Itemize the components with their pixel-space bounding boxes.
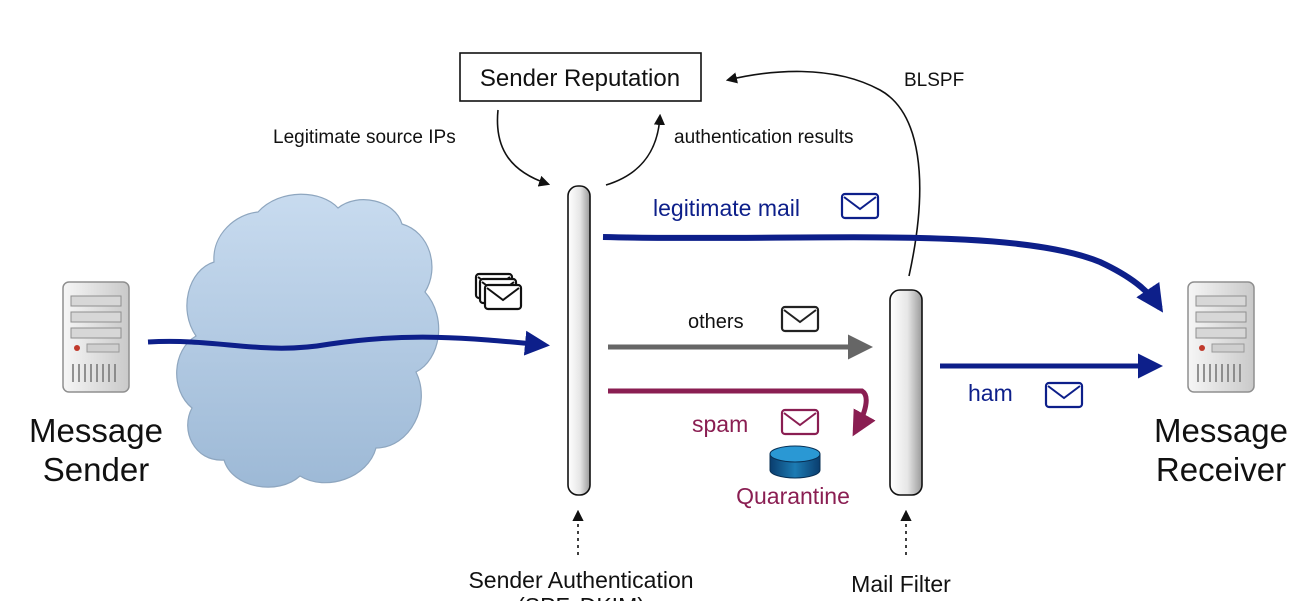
database-icon — [769, 445, 821, 479]
envelope-icon — [780, 408, 820, 436]
spam-label: spam — [692, 411, 748, 437]
blspf-label: BLSPF — [904, 70, 964, 91]
envelope-stack-icon — [474, 272, 523, 311]
mail-filter-label: Mail Filter — [851, 571, 951, 597]
others-label: others — [688, 311, 744, 333]
quarantine-label: Quarantine — [736, 483, 850, 509]
arrow-blspf — [725, 70, 921, 277]
mail-filter-bar — [889, 289, 923, 496]
sender-authentication-label: Sender Authentication — [468, 567, 693, 593]
auth-results-label: authentication results — [674, 127, 854, 148]
arrow-legitimate-mail — [602, 234, 1164, 313]
arrow-legit-ips — [496, 109, 551, 187]
envelope-icon — [1044, 381, 1084, 409]
envelope-icon — [780, 305, 820, 333]
server-icon — [62, 281, 130, 393]
arrow-spam — [608, 388, 876, 437]
ham-label: ham — [968, 380, 1013, 406]
sender-authentication-bar — [567, 185, 591, 496]
cloud-icon — [176, 193, 440, 488]
sender-label-line2: Sender — [43, 451, 149, 488]
receiver-label-line2: Receiver — [1156, 451, 1286, 488]
arrow-auth-results — [605, 113, 666, 186]
sender-reputation-label: Sender Reputation — [480, 65, 680, 92]
server-icon — [1187, 281, 1255, 393]
arrow-incoming-mail — [147, 330, 550, 356]
sender-label-line1: Message — [29, 412, 163, 449]
receiver-label-line1: Message — [1154, 412, 1288, 449]
envelope-icon — [840, 192, 880, 220]
legitimate-mail-label: legitimate mail — [653, 195, 800, 221]
sender-authentication-label-line2: (SPF, DKIM) — [517, 593, 645, 601]
legit-source-ips-label: Legitimate source IPs — [273, 127, 456, 148]
sender-reputation-box — [459, 52, 702, 102]
